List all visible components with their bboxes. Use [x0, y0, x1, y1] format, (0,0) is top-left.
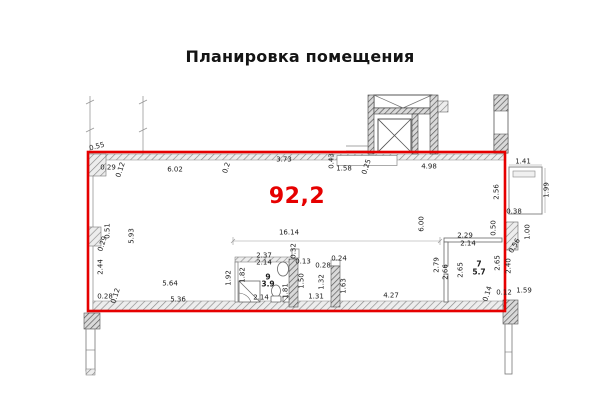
unit-outline [86, 150, 507, 313]
bathroom [234, 248, 300, 308]
dimension-lines [230, 237, 443, 245]
bottom-left-column [83, 312, 101, 376]
shower-icon [238, 280, 261, 303]
toilet-icon [270, 284, 282, 303]
balcony [508, 164, 546, 215]
corner-mark [282, 295, 290, 303]
room7-walls [443, 237, 503, 303]
corridor-wall [330, 259, 341, 308]
page-title: Планировка помещения [185, 47, 415, 66]
sink-icon [277, 261, 289, 277]
elevator-shaft [346, 94, 449, 155]
right-pier-top [493, 94, 509, 154]
right-wall-stub [505, 221, 519, 251]
axis-lines [85, 96, 148, 157]
